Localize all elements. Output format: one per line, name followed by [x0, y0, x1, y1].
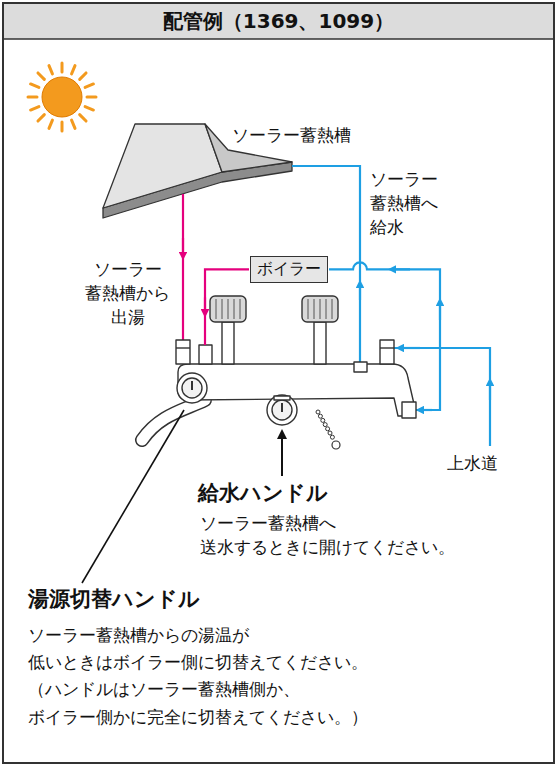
chain: [316, 410, 340, 449]
title: 配管例（1369、1099）: [3, 3, 554, 39]
flow-arrow: [392, 268, 410, 270]
supply-pipe: [329, 262, 440, 282]
mains-label: 上水道: [447, 452, 498, 474]
feed-label: ソーラー 蓄熱槽へ 給水: [370, 168, 438, 239]
tank-label: ソーラー蓄熱槽: [232, 124, 351, 146]
handle-note: ソーラー蓄熱槽からの湯温が 低いときはボイラー側に切替えてください。 （ハンドル…: [28, 622, 368, 731]
boiler-box: ボイラー: [250, 256, 328, 283]
handle-note: ソーラー蓄熱槽へ 送水するときに開けてください。: [200, 512, 455, 560]
leader-arrow: [281, 434, 283, 476]
title-band: [4, 4, 553, 39]
boiler-pipe: [205, 269, 249, 345]
pipes: [183, 166, 490, 446]
boiler-label: ボイラー: [257, 259, 321, 278]
faucet: [142, 296, 416, 440]
outlet-label: ソーラー 蓄熱槽から 出湯: [85, 258, 170, 329]
handle-heading: 給水ハンドル: [198, 480, 328, 507]
leader-line: [82, 410, 184, 583]
sun-icon: [28, 63, 96, 131]
handle-heading: 湯源切替ハンドル: [28, 586, 200, 613]
flow-arrow: [204, 297, 206, 313]
handle-ribs: [216, 299, 332, 319]
frame: [3, 3, 554, 763]
